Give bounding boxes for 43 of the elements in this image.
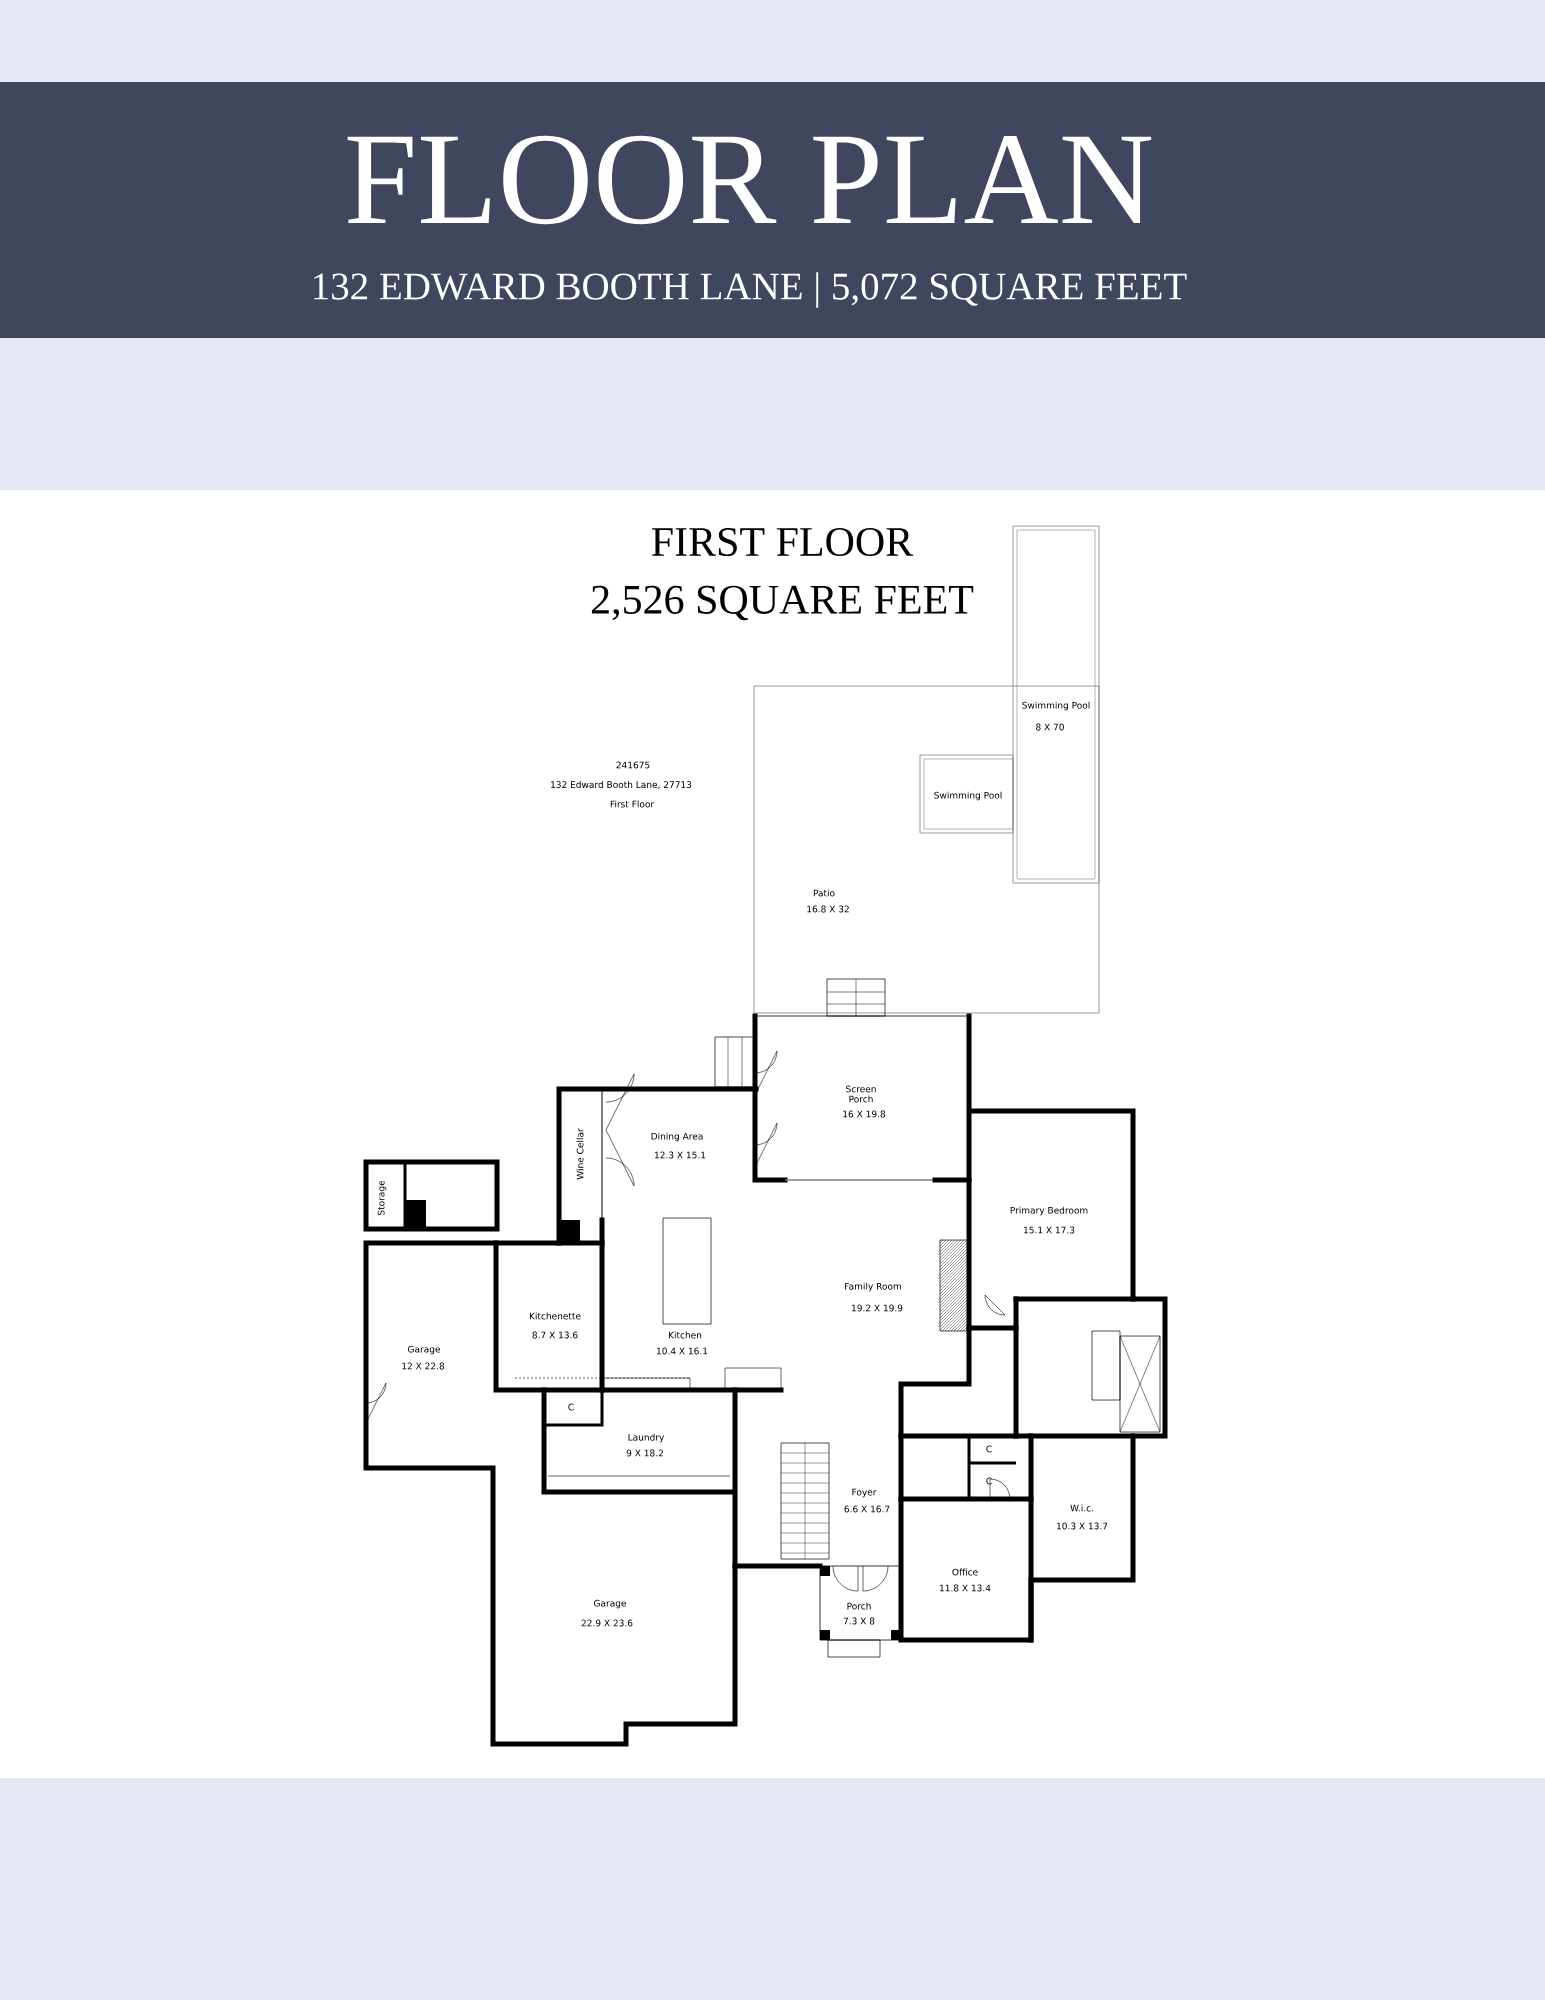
room-label: 15.1 X 17.3	[1024, 1226, 1075, 1234]
room-label: C	[986, 1445, 992, 1453]
room-label: Swimming Pool	[934, 791, 1002, 801]
room-label: Office	[952, 1568, 978, 1576]
room-label: 8.7 X 13.6	[532, 1331, 578, 1339]
room-label: Primary Bedroom	[1010, 1206, 1088, 1216]
room-label: Family Room	[845, 1282, 901, 1292]
room-label: Kitchenette	[529, 1312, 581, 1320]
room-label: C	[986, 1477, 992, 1485]
room-label: 10.4 X 16.1	[657, 1347, 708, 1355]
room-label: 16 X 19.8	[843, 1110, 886, 1118]
room-label: 12 X 22.8	[402, 1362, 445, 1370]
room-label: Patio	[813, 889, 835, 897]
room-label: 16.8 X 32	[807, 905, 849, 913]
room-label: Garage	[408, 1345, 440, 1355]
room-label: 19.2 X 19.9	[852, 1304, 903, 1312]
room-label: 12.3 X 15.1	[655, 1151, 706, 1159]
room-label: Porch	[847, 1602, 871, 1610]
room-label: 11.8 X 13.4	[940, 1584, 991, 1592]
room-label: Swimming Pool	[1022, 701, 1090, 711]
room-label: 22.9 X 23.6	[581, 1619, 633, 1627]
room-label: Foyer	[852, 1488, 877, 1498]
room-label: 9 X 18.2	[626, 1449, 663, 1457]
room-label: W.i.c.	[1070, 1504, 1093, 1512]
floor-heading: FIRST FLOOR	[651, 527, 914, 557]
floor-heading: 2,526 SQUARE FEET	[591, 585, 974, 621]
room-label: 10.3 X 13.7	[1057, 1522, 1108, 1530]
room-label: Laundry	[628, 1433, 665, 1443]
room-label: Storage	[377, 1180, 387, 1216]
room-label: 8 X 70	[1036, 723, 1064, 731]
room-label: First Floor	[610, 800, 655, 808]
room-label: 6.6 X 16.7	[844, 1505, 890, 1513]
title: FLOOR PLAN	[347, 135, 1152, 225]
room-label: 241675	[616, 761, 650, 769]
room-label: Kitchen	[668, 1331, 702, 1339]
room-label: Wine Cellar	[576, 1128, 584, 1180]
subtitle: 132 EDWARD BOOTH LANE | 5,072 SQUARE FEET	[314, 272, 1187, 308]
room-label: Garage	[594, 1599, 626, 1609]
room-label: 132 Edward Booth Lane, 27713	[551, 781, 692, 789]
room-label: Dining Area	[651, 1132, 703, 1142]
room-label: C	[568, 1403, 574, 1411]
room-label: Screen Porch	[846, 1085, 876, 1103]
room-label: 7.3 X 8	[843, 1617, 875, 1625]
